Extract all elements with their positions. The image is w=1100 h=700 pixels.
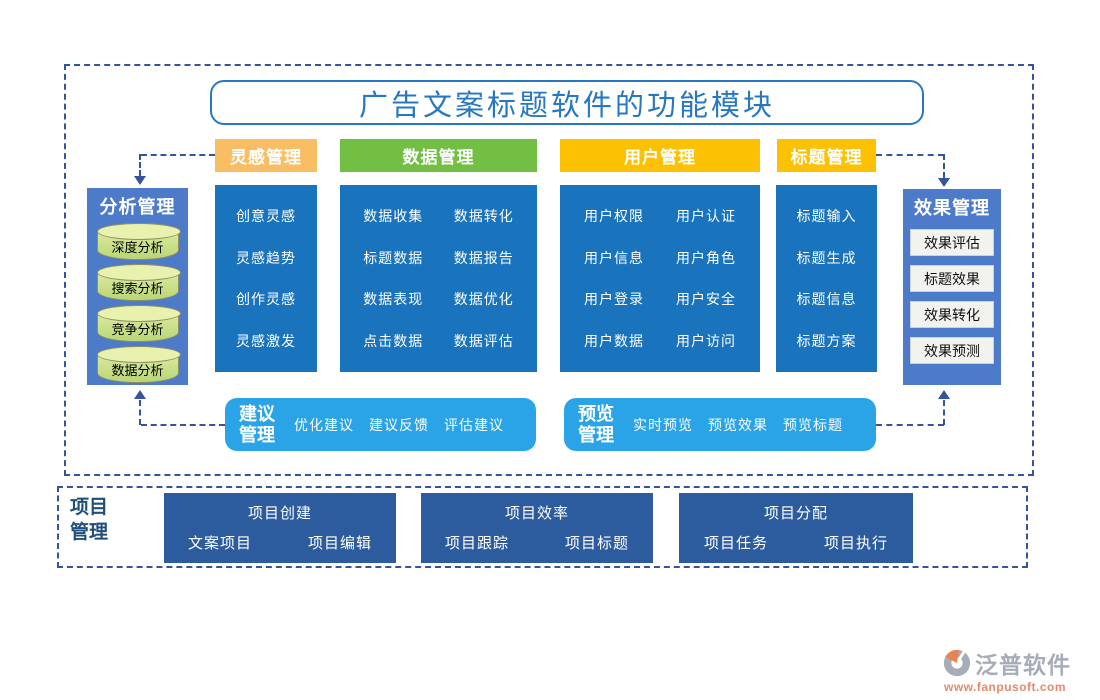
connector-line	[943, 154, 945, 178]
column-user: 用户权限 用户认证 用户信息 用户角色 用户登录 用户安全 用户数据 用户访问	[560, 185, 760, 372]
group-project-create: 项目创建 文案项目 项目编辑	[164, 493, 396, 563]
group-item: 项目任务	[703, 535, 768, 552]
list-item: 创意灵感	[236, 207, 296, 224]
list-item: 数据报告	[453, 249, 514, 266]
bar-title: 建议管理	[239, 403, 275, 445]
connector-line	[141, 154, 215, 156]
group-project-efficiency: 项目效率 项目跟踪 项目标题	[421, 493, 653, 563]
watermark-name: 泛普软件	[975, 652, 1071, 678]
group-item: 文案项目	[187, 535, 252, 552]
main-dashed-frame	[64, 64, 1034, 476]
header-data-management: 数据管理	[340, 139, 537, 172]
list-item: 灵感激发	[236, 333, 296, 350]
fanpu-logo-icon	[943, 649, 971, 677]
group-title: 项目效率	[504, 505, 569, 522]
group-title: 项目分配	[763, 505, 828, 522]
list-item: 点击数据	[363, 333, 424, 350]
bar-item: 建议反馈	[369, 416, 429, 433]
column-data: 数据收集 数据转化 标题数据 数据报告 数据表现 数据优化 点击数据 数据评估	[340, 185, 537, 372]
bar-item: 实时预览	[633, 416, 693, 433]
arrow-up-icon	[938, 390, 950, 399]
cylinder-label: 深度分析	[111, 239, 164, 255]
list-item: 标题数据	[363, 249, 424, 266]
column-headline: 标题输入 标题生成 标题信息 标题方案	[776, 185, 877, 372]
panel-title: 效果管理	[914, 198, 990, 218]
group-project-assign: 项目分配 项目任务 项目执行	[679, 493, 913, 563]
group-item: 项目编辑	[308, 535, 373, 552]
bar-title: 预览管理	[578, 403, 614, 445]
list-row: 用户登录 用户安全	[560, 289, 760, 309]
group-item: 项目标题	[565, 535, 630, 552]
bar-item: 预览效果	[708, 416, 768, 433]
bar-preview-management: 预览管理 实时预览 预览效果 预览标题	[564, 398, 876, 451]
cylinder-label: 数据分析	[111, 362, 164, 378]
list-item: 数据转化	[453, 207, 514, 224]
connector-line	[943, 400, 945, 425]
cylinder-label: 竞争分析	[111, 321, 164, 337]
cylinder-shape: 竞争分析	[96, 305, 181, 342]
effect-box: 效果评估	[910, 229, 994, 256]
connector-line	[139, 400, 141, 425]
header-user-management: 用户管理	[560, 139, 760, 172]
list-item: 用户认证	[676, 207, 736, 224]
bar-item: 预览标题	[783, 416, 843, 433]
list-item: 灵感趋势	[236, 249, 296, 266]
group-item: 项目执行	[824, 535, 889, 552]
panel-title: 分析管理	[99, 197, 176, 217]
list-item: 用户角色	[676, 249, 736, 266]
panel-effect-management: 效果管理 效果评估 标题效果 效果转化 效果预测	[903, 189, 1001, 385]
watermark: 泛普软件 www.fanpusoft.com	[942, 646, 1092, 694]
connector-line	[139, 154, 141, 176]
connector-line	[141, 424, 225, 426]
cylinder-shape: 深度分析	[96, 223, 181, 260]
arrow-down-icon	[134, 176, 146, 185]
cylinder-label: 搜索分析	[111, 280, 164, 296]
list-item: 数据表现	[363, 291, 424, 308]
bar-item: 优化建议	[294, 416, 354, 433]
list-item: 数据优化	[453, 291, 514, 308]
list-item: 用户权限	[584, 207, 644, 224]
list-row: 用户信息 用户角色	[560, 248, 760, 268]
effect-box: 标题效果	[910, 265, 994, 292]
cylinder-shape: 数据分析	[96, 346, 181, 383]
list-item: 用户数据	[584, 333, 644, 350]
project-management-label: 项目管理	[70, 497, 109, 543]
effect-box: 效果转化	[910, 301, 994, 328]
bar-item: 评估建议	[444, 416, 504, 433]
effect-box: 效果预测	[910, 337, 994, 364]
list-row: 用户权限 用户认证	[560, 206, 760, 226]
list-item: 创作灵感	[236, 291, 296, 308]
connector-line	[876, 154, 944, 156]
list-item: 用户访问	[676, 333, 736, 350]
watermark-url: www.fanpusoft.com	[944, 680, 1067, 694]
arrow-down-icon	[938, 178, 950, 187]
list-item: 数据评估	[453, 333, 514, 350]
list-item: 标题方案	[796, 333, 857, 350]
list-item: 标题信息	[796, 291, 857, 308]
diagram-title: 广告文案标题软件的功能模块	[210, 80, 924, 125]
group-title: 项目创建	[247, 505, 312, 522]
list-item: 用户安全	[676, 291, 736, 308]
header-headline-management: 标题管理	[777, 139, 876, 172]
list-item: 用户信息	[584, 249, 644, 266]
cylinder-shape: 搜索分析	[96, 264, 181, 301]
bar-suggestion-management: 建议管理 优化建议 建议反馈 评估建议	[225, 398, 536, 451]
list-row: 用户数据 用户访问	[560, 331, 760, 351]
list-item: 标题生成	[796, 249, 857, 266]
list-item: 标题输入	[796, 207, 857, 224]
column-inspiration: 创意灵感 灵感趋势 创作灵感 灵感激发	[215, 185, 317, 372]
list-row: 数据表现 数据优化	[340, 289, 537, 309]
list-row: 点击数据 数据评估	[340, 331, 537, 351]
list-item: 用户登录	[584, 291, 644, 308]
panel-analysis-management: 分析管理 深度分析 搜索分析 竞争分析 数据分析	[87, 188, 188, 385]
project-dashed-frame	[57, 486, 1028, 568]
list-item: 数据收集	[363, 207, 424, 224]
arrow-up-icon	[134, 390, 146, 399]
header-inspiration-management: 灵感管理	[215, 139, 317, 172]
connector-line	[876, 424, 944, 426]
list-row: 数据收集 数据转化	[340, 206, 537, 226]
group-item: 项目跟踪	[444, 535, 509, 552]
list-row: 标题数据 数据报告	[340, 248, 537, 268]
